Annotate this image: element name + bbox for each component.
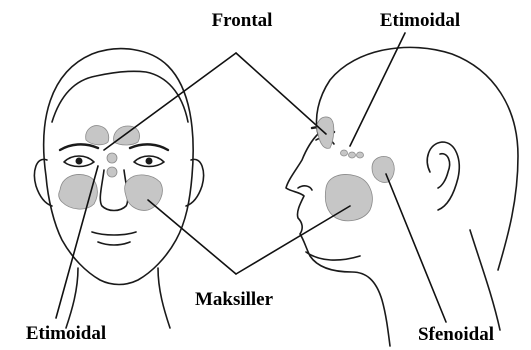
front-maxillary-sinus-right [125,175,163,210]
side-sinuses [317,117,394,221]
side-ear [427,142,459,210]
side-ethmoidal-cell-2 [349,152,356,158]
front-neck-right [158,268,170,328]
label-frontal: Frontal [212,10,273,31]
maksiller-leader-side [236,206,350,274]
side-sphenoidal-sinus [372,156,394,182]
front-ethmoidal-sinus-bottom [107,167,117,177]
label-etimoidal-bottom: Etimoidal [26,323,106,344]
maksiller-leader-front [148,200,236,274]
side-ethmoidal-cell-3 [357,152,364,158]
side-maxillary-sinus [325,175,372,221]
front-frontal-sinus-left [86,126,109,145]
label-etimoidal-top: Etimoidal [380,10,460,31]
front-right-pupil [146,158,153,165]
front-right-eyebrow [130,144,168,150]
side-ear-inner [438,154,450,188]
side-jawline [306,252,360,260]
frontal-leader-side [236,53,326,134]
side-face [286,47,518,346]
front-mouth [92,232,136,235]
front-lower-lip [98,242,130,245]
front-sinuses [59,126,163,211]
label-maksiller: Maksiller [195,289,274,310]
etimoidal-top-leader [350,33,405,146]
front-hairline [52,71,188,122]
leader-lines [56,33,446,322]
label-sfenoidal: Sfenoidal [418,324,494,345]
side-nostril [298,186,312,190]
sfenoidal-leader [386,174,446,322]
side-head-profile [286,47,518,346]
front-frontal-sinus-right [114,126,140,145]
front-face [34,49,203,328]
front-ethmoidal-sinus-top [107,153,117,163]
front-left-eyebrow [60,144,98,150]
front-left-pupil [76,158,83,165]
side-ethmoidal-cell-1 [341,150,348,156]
front-head-outline [44,49,193,285]
side-neck-back [470,230,500,330]
